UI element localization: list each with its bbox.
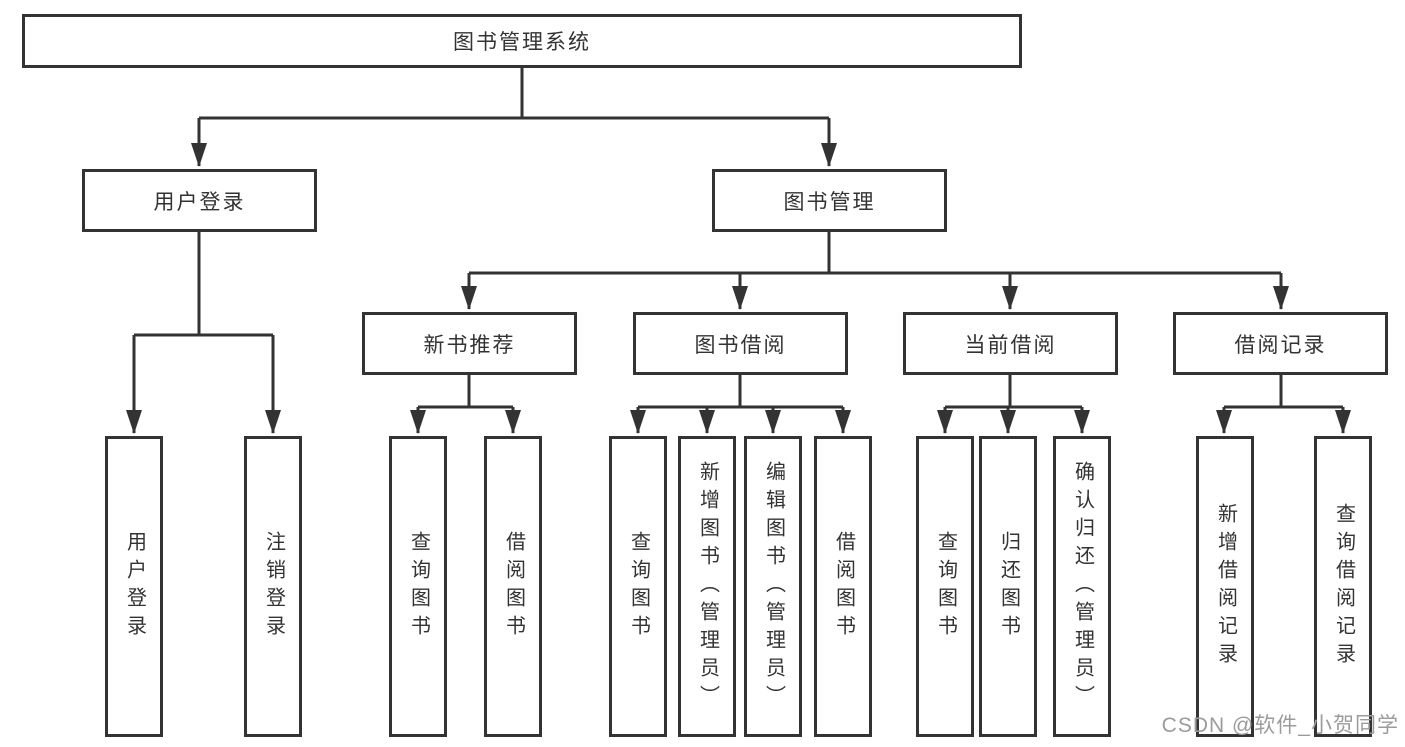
leaf-query-books-recommend: 查询图书 (389, 436, 447, 737)
watermark: CSDN @软件_小贺同学 (1161, 714, 1399, 737)
leaf-logout: 注销登录 (244, 436, 302, 737)
leaf-query-borrow-record: 查询借阅记录 (1314, 436, 1372, 737)
leaf-query-books-borrowing: 查询图书 (609, 436, 667, 737)
leaf-borrow-books-recommend: 借阅图书 (484, 436, 542, 737)
leaf-query-borrow-record-label: 查询借阅记录 (1332, 502, 1355, 671)
leaf-query-books-current: 查询图书 (916, 436, 974, 737)
node-new-book-recommend-label: 新书推荐 (423, 333, 516, 357)
node-book-management-label: 图书管理 (783, 190, 876, 214)
leaf-confirm-return-admin-label: 确认归还（管理员） (1071, 460, 1094, 713)
leaf-add-books-admin-label: 新增图书（管理员） (696, 460, 719, 713)
leaf-add-books-admin: 新增图书（管理员） (678, 436, 736, 737)
leaf-borrow-books-label: 借阅图书 (832, 530, 855, 643)
leaf-return-books: 归还图书 (979, 436, 1037, 737)
node-book-borrowing-label: 图书借阅 (694, 333, 787, 357)
leaf-edit-books-admin-label: 编辑图书（管理员） (762, 460, 785, 713)
leaf-borrow-books: 借阅图书 (814, 436, 872, 737)
leaf-borrow-books-recommend-label: 借阅图书 (502, 530, 525, 643)
leaf-return-books-label: 归还图书 (997, 530, 1020, 643)
node-book-borrowing: 图书借阅 (633, 312, 848, 375)
leaf-confirm-return-admin: 确认归还（管理员） (1053, 436, 1111, 737)
leaf-query-books-borrowing-label: 查询图书 (627, 530, 650, 643)
leaf-edit-books-admin: 编辑图书（管理员） (744, 436, 802, 737)
leaf-query-books-recommend-label: 查询图书 (407, 530, 430, 643)
leaf-user-login-label: 用户登录 (123, 530, 146, 643)
node-new-book-recommend: 新书推荐 (362, 312, 577, 375)
node-user-login-label: 用户登录 (153, 190, 246, 214)
node-user-login: 用户登录 (82, 169, 317, 232)
node-borrowing-records: 借阅记录 (1173, 312, 1388, 375)
leaf-user-login: 用户登录 (105, 436, 163, 737)
leaf-logout-label: 注销登录 (262, 530, 285, 643)
node-root-label: 图书管理系统 (453, 31, 591, 54)
leaf-add-borrow-record-label: 新增借阅记录 (1214, 502, 1237, 671)
node-root: 图书管理系统 (22, 14, 1022, 68)
leaf-add-borrow-record: 新增借阅记录 (1196, 436, 1254, 737)
node-current-borrowing: 当前借阅 (903, 312, 1118, 375)
node-borrowing-records-label: 借阅记录 (1234, 333, 1327, 357)
node-book-management: 图书管理 (712, 169, 947, 232)
leaf-query-books-current-label: 查询图书 (934, 530, 957, 643)
node-current-borrowing-label: 当前借阅 (964, 333, 1057, 357)
